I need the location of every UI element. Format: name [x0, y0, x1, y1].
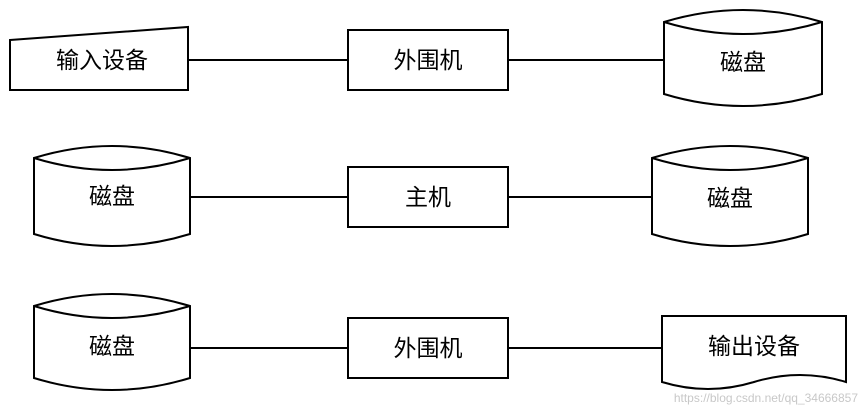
disk-shape: 磁盘	[33, 293, 191, 391]
process-box: 外围机	[347, 317, 509, 379]
row-1: 输入设备 外围机 磁盘	[9, 9, 823, 107]
row-3: 磁盘 外围机 输出设备	[33, 293, 847, 391]
process-box: 主机	[347, 166, 509, 228]
disk-shape: 磁盘	[663, 9, 823, 107]
row-2: 磁盘 主机 磁盘	[33, 145, 809, 247]
node-label: 主机	[405, 185, 451, 211]
node-label: 输入设备	[56, 48, 148, 74]
node-label: 输出设备	[708, 334, 800, 360]
disk-shape: 磁盘	[33, 145, 191, 247]
process-box: 外围机	[347, 29, 509, 91]
node-label: 外围机	[394, 48, 463, 74]
disk-shape: 磁盘	[651, 145, 809, 247]
manual-input-shape: 输入设备	[9, 25, 189, 91]
node-label: 磁盘	[720, 50, 766, 76]
document-shape: 输出设备	[661, 315, 847, 390]
node-label: 磁盘	[707, 186, 753, 212]
node-label: 磁盘	[89, 334, 135, 360]
watermark-text: https://blog.csdn.net/qq_34666857	[674, 391, 858, 405]
node-label: 磁盘	[89, 184, 135, 210]
node-label: 外围机	[394, 336, 463, 362]
